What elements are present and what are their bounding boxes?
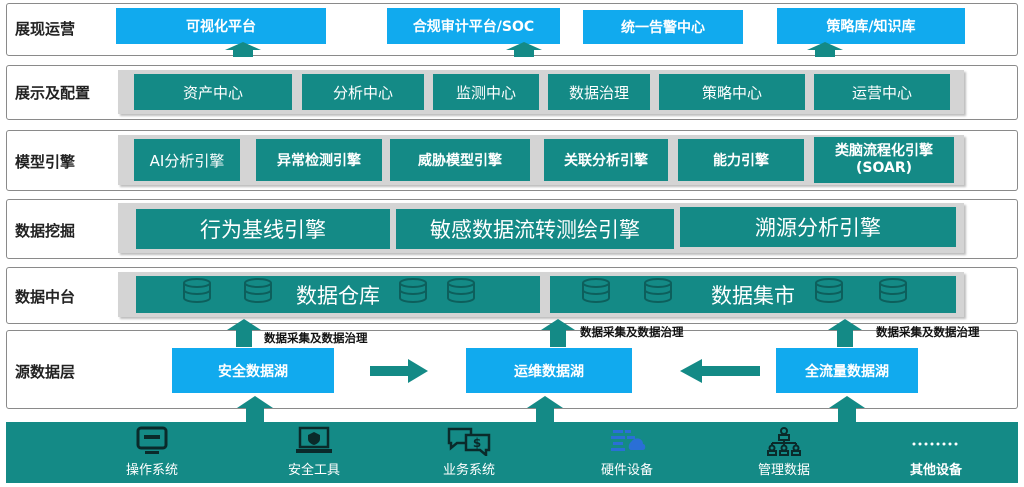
arrow-up-icon bbox=[227, 319, 261, 347]
arrow-up-icon bbox=[237, 396, 273, 422]
box-anomaly-detection-engine[interactable]: 异常检测引擎 bbox=[256, 139, 382, 181]
source-other-devices[interactable]: 其他设备 bbox=[866, 422, 1006, 483]
box-policy-knowledge-base[interactable]: 策略库/知识库 bbox=[777, 8, 965, 44]
arrow-up-icon bbox=[506, 42, 542, 57]
box-security-data-lake[interactable]: 安全数据湖 bbox=[172, 348, 334, 393]
source-label-management-data: 管理数据 bbox=[757, 463, 810, 478]
box-behavior-baseline-engine[interactable]: 行为基线引擎 bbox=[136, 209, 390, 249]
layer-label-model-engine: 模型引擎 bbox=[15, 153, 76, 171]
layer-label-source-data: 源数据层 bbox=[15, 363, 76, 381]
arrow-up-icon bbox=[527, 396, 563, 422]
source-label-operating-system: 操作系统 bbox=[125, 463, 178, 478]
monitor-icon bbox=[136, 426, 168, 454]
database-icon bbox=[815, 278, 843, 303]
org-chart-icon bbox=[767, 427, 801, 456]
database-icon bbox=[183, 278, 211, 303]
box-correlation-analysis-engine[interactable]: 关联分析引擎 bbox=[544, 139, 668, 181]
layer-label-display-config: 展示及配置 bbox=[15, 84, 91, 102]
svg-text:$: $ bbox=[473, 436, 481, 450]
box-soar-engine[interactable]: 类脑流程化引擎 (SOAR) bbox=[814, 137, 954, 183]
database-icon bbox=[879, 278, 907, 303]
chat-dollar-icon: $ bbox=[447, 427, 491, 456]
collect-note-center: 数据采集及数据治理 bbox=[580, 325, 684, 339]
soar-engine-title: 类脑流程化引擎 bbox=[835, 143, 933, 159]
source-label-other-devices: 其他设备 bbox=[909, 463, 962, 478]
source-operating-system[interactable]: 操作系统 bbox=[82, 422, 222, 483]
layer-label-data-middle: 数据中台 bbox=[15, 288, 76, 306]
box-compliance-audit-soc[interactable]: 合规审计平台/SOC bbox=[387, 8, 560, 44]
box-traceability-analysis-engine[interactable]: 溯源分析引擎 bbox=[680, 207, 956, 247]
database-icon bbox=[582, 278, 610, 303]
box-ops-data-lake[interactable]: 运维数据湖 bbox=[466, 348, 632, 393]
box-asset-center[interactable]: 资产中心 bbox=[134, 74, 292, 110]
arrow-up-icon bbox=[225, 42, 261, 57]
database-icon bbox=[447, 278, 475, 303]
source-label-hardware-devices: 硬件设备 bbox=[600, 463, 653, 478]
box-policy-center[interactable]: 策略中心 bbox=[659, 74, 805, 110]
box-unified-alert-center[interactable]: 统一告警中心 bbox=[583, 10, 743, 44]
box-ai-analysis-engine[interactable]: AI分析引擎 bbox=[134, 139, 240, 181]
source-label-business-systems: 业务系统 bbox=[442, 463, 495, 478]
box-visualization-platform[interactable]: 可视化平台 bbox=[116, 8, 326, 44]
arrow-up-icon bbox=[829, 396, 865, 422]
arrow-right-icon bbox=[370, 359, 428, 383]
box-data-governance[interactable]: 数据治理 bbox=[548, 74, 650, 110]
soar-engine-subtitle: (SOAR) bbox=[855, 160, 913, 176]
box-operations-center[interactable]: 运营中心 bbox=[814, 74, 950, 110]
hardware-icon bbox=[611, 430, 646, 451]
box-analysis-center[interactable]: 分析中心 bbox=[302, 74, 424, 110]
box-monitoring-center[interactable]: 监测中心 bbox=[433, 74, 539, 110]
laptop-shield-icon bbox=[296, 426, 332, 453]
source-hardware-devices[interactable]: 硬件设备 bbox=[557, 422, 697, 483]
arrow-up-icon bbox=[828, 319, 862, 347]
box-capability-engine[interactable]: 能力引擎 bbox=[678, 139, 804, 181]
arrow-up-icon bbox=[541, 319, 575, 347]
collect-note-right: 数据采集及数据治理 bbox=[876, 325, 980, 339]
data-mart-label: 数据集市 bbox=[711, 283, 795, 308]
source-business-systems[interactable]: $ 业务系统 bbox=[399, 422, 539, 483]
arrow-up-icon bbox=[807, 42, 843, 57]
data-warehouse-label: 数据仓库 bbox=[296, 283, 380, 308]
source-label-security-tools: 安全工具 bbox=[287, 463, 340, 478]
source-security-tools[interactable]: 安全工具 bbox=[244, 422, 384, 483]
box-sensitive-data-flow-engine[interactable]: 敏感数据流转测绘引擎 bbox=[396, 209, 674, 249]
database-icon bbox=[644, 278, 672, 303]
arrow-left-icon bbox=[680, 359, 760, 383]
source-systems-strip: 操作系统 安全工具 $ 业务系统 硬件设备 bbox=[6, 422, 1018, 483]
database-icon bbox=[244, 278, 272, 303]
box-threat-model-engine[interactable]: 威胁模型引擎 bbox=[390, 139, 530, 181]
layer-label-data-mining: 数据挖掘 bbox=[15, 222, 76, 240]
dots-icon bbox=[912, 442, 958, 446]
layer-label-display-ops: 展现运营 bbox=[15, 20, 76, 38]
database-icon bbox=[399, 278, 427, 303]
source-management-data[interactable]: 管理数据 bbox=[714, 422, 854, 483]
box-full-traffic-data-lake[interactable]: 全流量数据湖 bbox=[776, 348, 918, 393]
collect-note-left: 数据采集及数据治理 bbox=[264, 331, 368, 345]
